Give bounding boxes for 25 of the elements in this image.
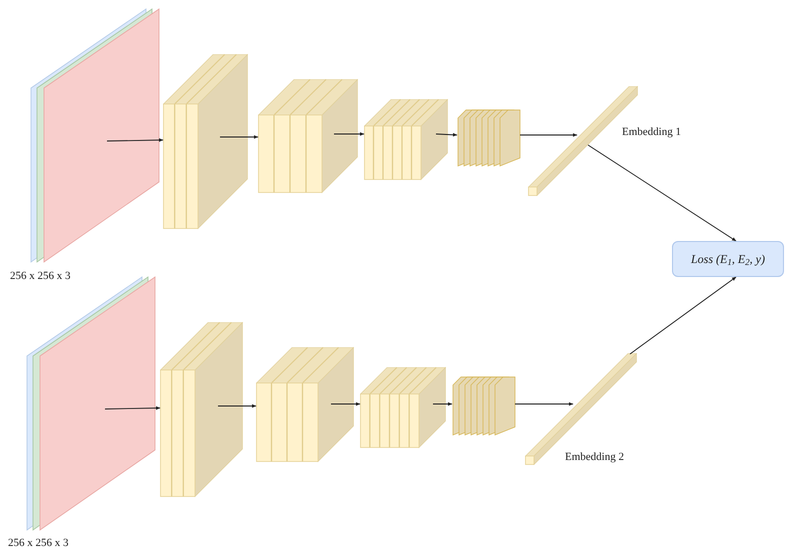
arrow — [334, 132, 364, 136]
node-label: Embedding 2 — [565, 450, 624, 465]
arrow — [588, 144, 736, 242]
arrow — [520, 133, 578, 137]
arrow — [432, 402, 452, 406]
dimension-label: 256 x 256 x 3 — [8, 536, 68, 551]
feature-map-block — [163, 54, 248, 230]
feature-map-block — [160, 322, 243, 498]
arrow — [436, 133, 458, 137]
arrow — [220, 135, 258, 139]
arrow — [218, 404, 256, 408]
arrow — [330, 402, 360, 406]
feature-map-block — [360, 367, 446, 449]
arrow — [514, 402, 574, 406]
arrow — [106, 138, 164, 142]
feature-map-block — [364, 99, 448, 181]
arrow — [630, 276, 736, 354]
feature-map-block — [258, 79, 358, 194]
dimension-label: 256 x 256 x 3 — [10, 269, 70, 284]
arrow — [104, 406, 160, 410]
loss-box: Loss (E$_{1}$, E$_{2}$, y) — [672, 241, 784, 277]
embedding-bar — [525, 353, 637, 465]
feature-map-block — [256, 347, 354, 463]
image-layers-drawing — [30, 8, 160, 264]
node-label: Embedding 1 — [622, 125, 681, 140]
